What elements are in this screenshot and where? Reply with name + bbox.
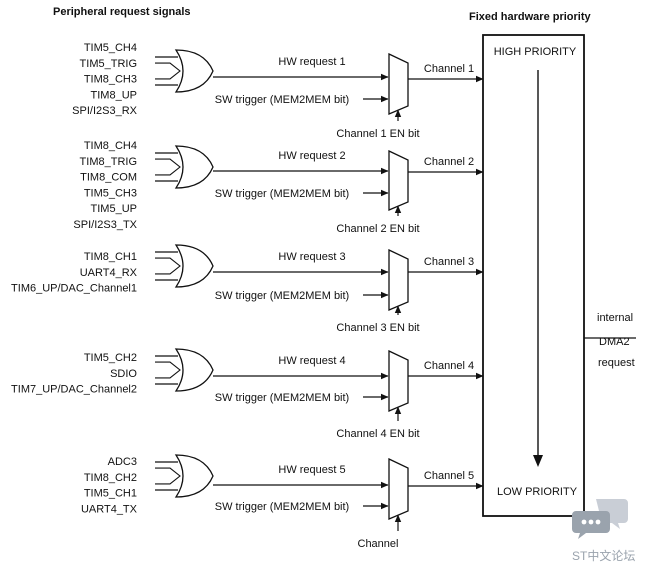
mux-3 — [388, 248, 409, 311]
right-title: Fixed hardware priority — [469, 11, 592, 23]
chat-bubble-icon — [572, 499, 628, 539]
hw-request-label-1: HW request 1 — [278, 56, 345, 68]
or-gate-3 — [174, 244, 214, 288]
signal-name: TIM8_TRIG — [80, 156, 137, 168]
signal-name: SDIO — [110, 368, 137, 380]
or-gate-1 — [174, 49, 214, 93]
signal-name: TIM8_CH2 — [84, 472, 137, 484]
signal-name: TIM8_CH1 — [84, 251, 137, 263]
sw-trigger-label-2: SW trigger (MEM2MEM bit) — [215, 188, 349, 200]
hw-request-label-2: HW request 2 — [278, 150, 345, 162]
or-gate-5 — [174, 454, 214, 498]
signal-name: TIM5_CH2 — [84, 352, 137, 364]
mux-2 — [388, 149, 409, 211]
signal-name: UART4_RX — [80, 267, 138, 279]
sw-trigger-label-4: SW trigger (MEM2MEM bit) — [215, 392, 349, 404]
sw-trigger-label-1: SW trigger (MEM2MEM bit) — [215, 94, 349, 106]
priority-box — [482, 34, 585, 517]
signal-name: TIM5_CH4 — [84, 42, 137, 54]
channel-label-1: Channel 1 — [424, 63, 474, 75]
hw-request-label-5: HW request 5 — [278, 464, 345, 476]
signal-name: SPI/I2S3_TX — [73, 219, 137, 231]
channel-label-2: Channel 2 — [424, 156, 474, 168]
en-bit-label-3: Channel 3 EN bit — [336, 322, 419, 334]
en-bit-label-2: Channel 2 EN bit — [336, 223, 419, 235]
signal-name: TIM5_TRIG — [80, 58, 137, 70]
low-priority-label: LOW PRIORITY — [497, 486, 578, 498]
en-bit-label-1: Channel 1 EN bit — [336, 128, 419, 140]
signal-name: TIM7_UP/DAC_Channel2 — [11, 384, 137, 396]
output-label-3: request — [598, 357, 635, 369]
mux-4 — [388, 349, 409, 412]
en-bit-label-4: Channel 4 EN bit — [336, 428, 419, 440]
channel-label-5: Channel 5 — [424, 470, 474, 482]
input-bus-arrow-5 — [155, 467, 181, 485]
output-label-1: internal — [597, 312, 633, 324]
signal-name: TIM5_CH3 — [84, 187, 137, 199]
high-priority-label: HIGH PRIORITY — [494, 46, 577, 58]
signal-name: TIM8_CH4 — [84, 140, 137, 152]
input-bus-arrow-4 — [155, 361, 181, 379]
sw-trigger-label-5: SW trigger (MEM2MEM bit) — [215, 501, 349, 513]
channel-label-3: Channel 3 — [424, 256, 474, 268]
signal-name: TIM8_COM — [80, 172, 137, 184]
signal-name: TIM6_UP/DAC_Channel1 — [11, 283, 137, 295]
priority-arrow-head — [533, 455, 543, 467]
left-title: Peripheral request signals — [53, 6, 191, 18]
output-label-2: DMA2 — [599, 336, 630, 348]
signal-name: TIM8_CH3 — [84, 74, 137, 86]
en-bit-label-5: Channel — [358, 538, 399, 550]
mux-5 — [388, 457, 409, 520]
watermark-text: ST中文论坛 — [572, 549, 636, 563]
mux-1 — [388, 52, 409, 115]
signal-name: TIM5_UP — [91, 203, 137, 215]
signal-name: TIM5_CH1 — [84, 488, 137, 500]
signal-name: TIM8_UP — [91, 89, 137, 101]
input-bus-arrow-1 — [155, 62, 181, 80]
channel-label-4: Channel 4 — [424, 360, 474, 372]
signal-name: ADC3 — [108, 456, 137, 468]
signal-name: SPI/I2S3_RX — [72, 105, 137, 117]
hw-request-label-3: HW request 3 — [278, 251, 345, 263]
signal-name: UART4_TX — [81, 503, 138, 515]
input-bus-arrow-3 — [155, 257, 181, 275]
input-bus-arrow-2 — [155, 158, 181, 176]
hw-request-label-4: HW request 4 — [278, 355, 345, 367]
sw-trigger-label-3: SW trigger (MEM2MEM bit) — [215, 290, 349, 302]
or-gate-2 — [174, 145, 214, 189]
or-gate-4 — [174, 348, 214, 392]
